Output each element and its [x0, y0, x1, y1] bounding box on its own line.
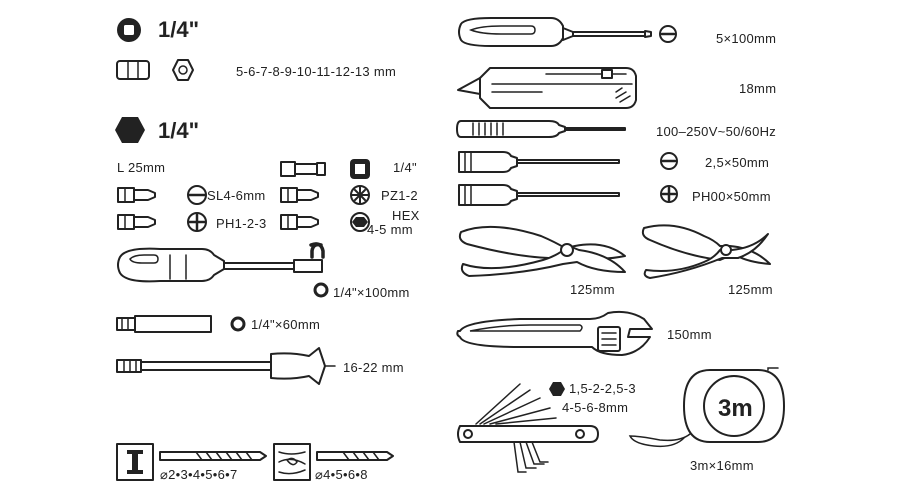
socket-sizes: 5-6-7-8-9-10-11-12-13 mm	[236, 64, 397, 79]
bit-holder-label: 1/4"×100mm	[333, 285, 410, 300]
slotted-bit-label: SL4-6mm	[207, 188, 266, 203]
tape-label: 3m×16mm	[690, 458, 754, 473]
square-drive-icon	[117, 18, 141, 42]
extension-socket-icon	[230, 316, 246, 332]
phillips-bit-label: PH1-2-3	[216, 216, 267, 231]
voltage-tester-icon	[456, 120, 626, 138]
pliers-label: 125mm	[570, 282, 615, 297]
adjustable-wrench-icon	[456, 310, 653, 356]
spade-bit-icon	[116, 347, 336, 385]
pozidriv-bit-icon	[280, 185, 370, 205]
adapter-bit-label: 1/4"	[393, 160, 417, 175]
hex-bit-label-2: 4-5 mm	[367, 222, 413, 237]
combination-pliers-icon	[458, 225, 626, 277]
bits-drive-size: 1/4"	[158, 118, 200, 143]
wrench-label: 150mm	[667, 327, 712, 342]
utility-knife-icon	[457, 67, 637, 109]
precision-phillips-label: PH00×50mm	[692, 189, 771, 204]
wood-drill-sizes: ⌀4•5•6•8	[315, 467, 368, 482]
hex-keys-label-2: 4-5-6-8mm	[562, 400, 629, 415]
socket-icon	[116, 59, 194, 81]
hex-keys-label-1: 1,5-2-2,5-3	[569, 381, 636, 396]
hex-socket-icon	[313, 282, 329, 298]
hex-bit-icon	[280, 212, 370, 232]
tape-length-badge: 3m	[718, 395, 753, 422]
precision-slotted-icon	[458, 151, 678, 173]
wood-drill-icon	[273, 443, 394, 481]
slotted-bit-icon	[117, 185, 207, 205]
precision-phillips-icon	[458, 184, 678, 206]
bit-holder-icon	[117, 242, 325, 283]
hex-bit-label-1: HEX	[392, 208, 420, 223]
adapter-bit-icon	[280, 159, 370, 179]
folding-hex-keys-icon	[457, 383, 599, 473]
spade-bit-label: 16-22 mm	[343, 360, 404, 375]
hex-key-icon	[549, 382, 565, 396]
socket-drive-size: 1/4"	[158, 17, 200, 42]
precision-slotted-label: 2,5×50mm	[705, 155, 770, 170]
extension-label: 1/4"×60mm	[251, 317, 321, 332]
metal-drill-sizes: ⌀2•3•4•5•6•7	[160, 467, 238, 482]
tape-measure-icon	[628, 367, 785, 448]
cutter-label: 18mm	[739, 81, 777, 96]
screwdriver-icon	[458, 17, 677, 47]
cutters-label: 125mm	[728, 282, 773, 297]
phillips-bit-icon	[117, 212, 207, 232]
metal-drill-icon	[116, 443, 267, 481]
bit-length: L 25mm	[117, 160, 166, 175]
extension-icon	[116, 315, 212, 333]
pozidriv-bit-label: PZ1-2	[381, 188, 418, 203]
screwdriver-label: 5×100mm	[716, 31, 777, 46]
tester-label: 100–250V~50/60Hz	[656, 124, 777, 139]
diagonal-cutters-icon	[641, 224, 771, 279]
hex-shank-icon	[115, 117, 145, 143]
